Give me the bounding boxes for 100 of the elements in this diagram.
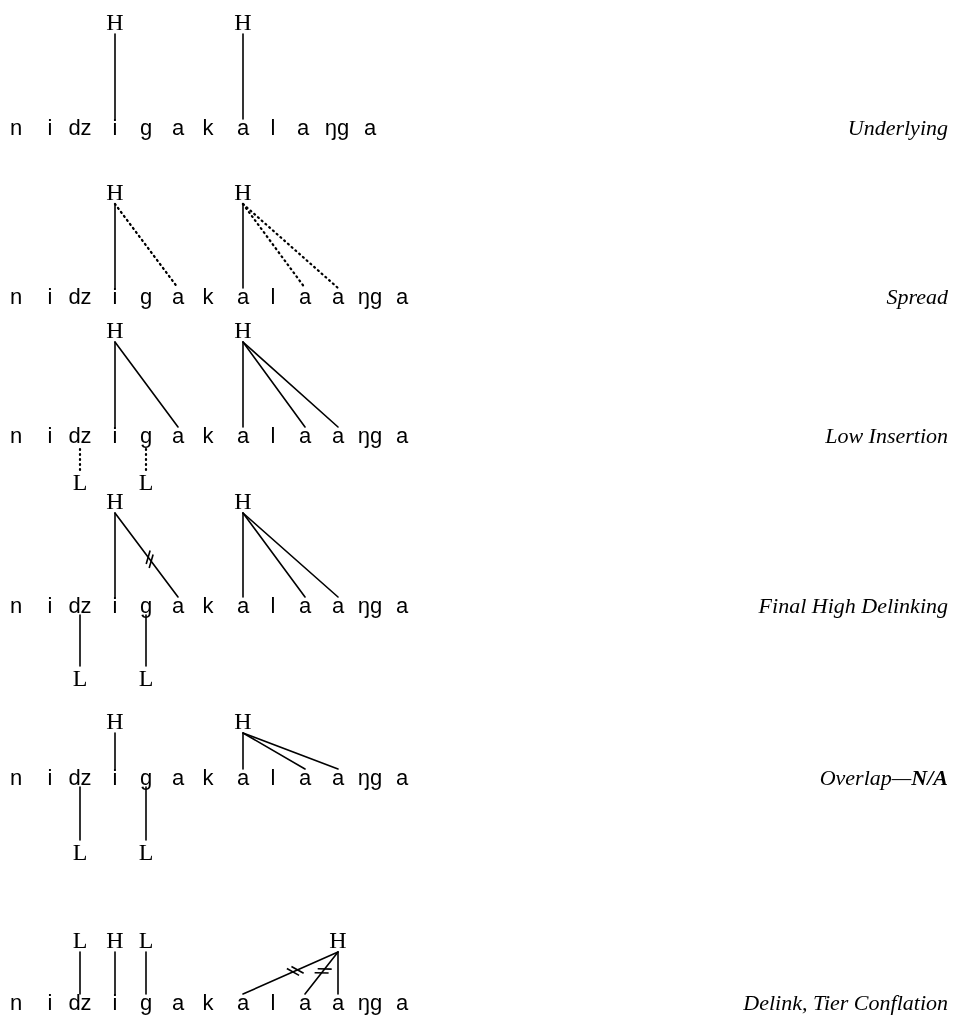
association-line bbox=[114, 512, 116, 598]
segment-letter: i bbox=[47, 286, 53, 308]
segment-letter: i bbox=[47, 595, 53, 617]
segment-letter: a bbox=[171, 286, 185, 308]
segment-letter: a bbox=[298, 767, 312, 789]
segment-letter: g bbox=[139, 767, 153, 789]
segment-letter: g bbox=[139, 595, 153, 617]
segment-letter: a bbox=[171, 425, 185, 447]
tone-label: H bbox=[106, 928, 124, 952]
association-line bbox=[242, 33, 244, 120]
tone-label: L bbox=[138, 666, 154, 690]
segment-letter: k bbox=[202, 595, 214, 617]
segment-letter: l bbox=[270, 425, 276, 447]
tone-label: H bbox=[106, 180, 124, 204]
segment-letter: i bbox=[47, 425, 53, 447]
segment-letter: g bbox=[139, 425, 153, 447]
segment-letter: dz bbox=[68, 595, 92, 617]
segment-letter: l bbox=[270, 286, 276, 308]
tone-label: L bbox=[72, 666, 88, 690]
segment-letter: dz bbox=[68, 117, 92, 139]
association-line bbox=[145, 786, 147, 841]
segment-letter: a bbox=[171, 992, 185, 1014]
association-line bbox=[114, 341, 179, 428]
segment-letter: dz bbox=[68, 767, 92, 789]
segment-letter: i bbox=[112, 595, 118, 617]
segment-letter: i bbox=[112, 286, 118, 308]
association-line bbox=[114, 33, 116, 120]
segment-letter: a bbox=[171, 767, 185, 789]
association-line bbox=[145, 614, 147, 667]
segment-letter: ŋg bbox=[357, 425, 383, 447]
tone-label: H bbox=[234, 10, 252, 34]
association-line bbox=[242, 512, 339, 598]
association-line bbox=[242, 341, 339, 428]
segment-letter: a bbox=[395, 425, 409, 447]
tone-label: H bbox=[329, 928, 347, 952]
segment-letter: k bbox=[202, 767, 214, 789]
segment-letter: a bbox=[236, 425, 250, 447]
association-line bbox=[79, 614, 81, 667]
row-label: Underlying bbox=[847, 117, 948, 139]
segment-letter: k bbox=[202, 117, 214, 139]
row-label: Delink, Tier Conflation bbox=[743, 992, 948, 1014]
row-label: Final High Delinking bbox=[758, 595, 948, 617]
tone-label: H bbox=[234, 489, 252, 513]
segment-letter: g bbox=[139, 992, 153, 1014]
segment-letter: dz bbox=[68, 425, 92, 447]
tone-label: H bbox=[106, 318, 124, 342]
segment-letter: a bbox=[331, 992, 345, 1014]
association-line bbox=[114, 951, 116, 995]
association-line bbox=[242, 732, 244, 770]
association-line bbox=[242, 512, 244, 598]
segment-letter: n bbox=[9, 767, 23, 789]
association-line bbox=[304, 951, 339, 995]
association-line bbox=[114, 512, 179, 598]
segment-letter: l bbox=[270, 117, 276, 139]
association-line bbox=[242, 203, 244, 289]
tone-label: H bbox=[234, 709, 252, 733]
association-line bbox=[242, 951, 339, 995]
segment-letter: l bbox=[270, 767, 276, 789]
segment-letter: ŋg bbox=[357, 767, 383, 789]
segment-letter: n bbox=[9, 595, 23, 617]
segment-letter: a bbox=[363, 117, 377, 139]
segment-letter: i bbox=[47, 992, 53, 1014]
segment-letter: g bbox=[139, 117, 153, 139]
segment-letter: a bbox=[236, 992, 250, 1014]
tone-label: L bbox=[72, 928, 88, 952]
segment-letter: ŋg bbox=[324, 117, 350, 139]
segment-letter: i bbox=[112, 117, 118, 139]
segment-letter: n bbox=[9, 425, 23, 447]
segment-letter: a bbox=[331, 595, 345, 617]
segment-letter: a bbox=[236, 117, 250, 139]
association-line bbox=[242, 341, 244, 428]
segment-letter: n bbox=[9, 117, 23, 139]
tone-label: L bbox=[72, 470, 88, 494]
association-line bbox=[145, 951, 147, 995]
segment-letter: k bbox=[202, 992, 214, 1014]
segment-letter: i bbox=[112, 767, 118, 789]
row-label: Overlap—N/A bbox=[819, 767, 948, 789]
segment-letter: k bbox=[202, 425, 214, 447]
segment-letter: a bbox=[298, 286, 312, 308]
segment-letter: i bbox=[112, 425, 118, 447]
segment-letter: dz bbox=[68, 992, 92, 1014]
association-line bbox=[241, 202, 340, 290]
segment-letter: a bbox=[171, 117, 185, 139]
association-line bbox=[242, 732, 306, 770]
segment-letter: a bbox=[331, 286, 345, 308]
tone-label: H bbox=[234, 180, 252, 204]
association-line bbox=[79, 786, 81, 841]
tone-label: H bbox=[106, 489, 124, 513]
segment-letter: g bbox=[139, 286, 153, 308]
segment-letter: i bbox=[47, 767, 53, 789]
tone-label: H bbox=[106, 10, 124, 34]
segment-letter: a bbox=[331, 425, 345, 447]
association-line bbox=[79, 951, 81, 995]
segment-letter: a bbox=[298, 425, 312, 447]
tone-label: L bbox=[138, 840, 154, 864]
tone-label: H bbox=[106, 709, 124, 733]
segment-letter: a bbox=[331, 767, 345, 789]
association-line bbox=[337, 951, 339, 995]
tone-label: L bbox=[138, 928, 154, 952]
segment-letter: i bbox=[47, 117, 53, 139]
